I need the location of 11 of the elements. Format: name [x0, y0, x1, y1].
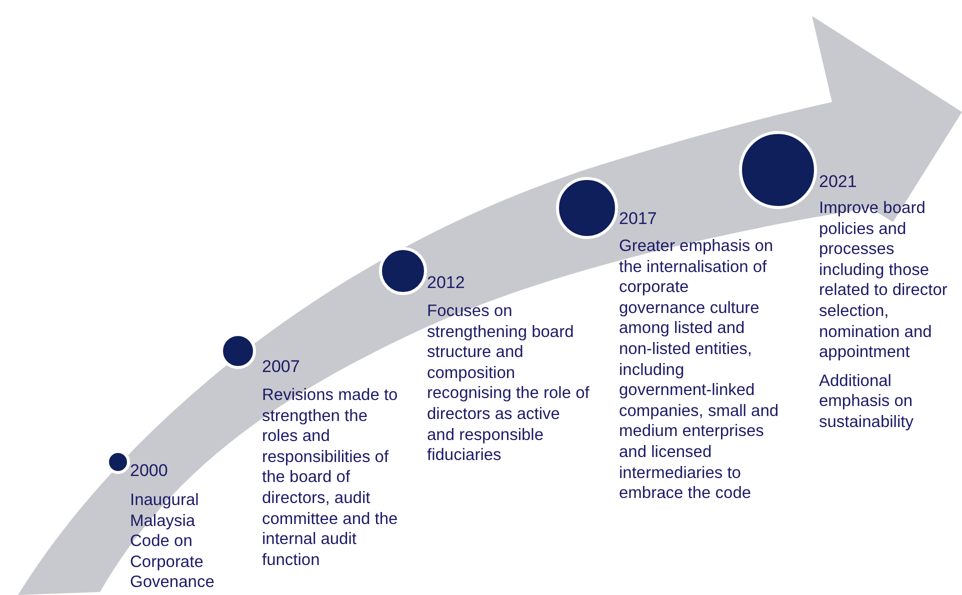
year-label: 2017 — [619, 209, 657, 229]
year-label: 2012 — [427, 273, 465, 293]
milestone-description: Inaugural Malaysia Code on Corporate Govenance — [130, 490, 216, 593]
milestone-description: Improve board policies and processes including those related to director selection, nomination and appointment — [819, 198, 948, 363]
year-label: 2007 — [262, 357, 300, 377]
year-label: 2000 — [130, 461, 168, 481]
year-label: 2021 — [819, 172, 857, 192]
milestone-description: Revisions made to strengthen the roles and responsibilities of the board of directors, audit committee and the internal audit function — [262, 385, 399, 570]
milestone-description: Additional emphasis on sustainability — [819, 370, 914, 433]
milestone-description: Focuses on strengthening board structure and composition recognising the role of directors as active and responsible fiduciaries — [427, 301, 590, 466]
milestone-description: Greater emphasis on the internalisation of corporate governance culture among listed and non-listed entities, including government-linked companies, small and medium enterprises and licensed intermediaries to embrace the code — [619, 236, 779, 504]
